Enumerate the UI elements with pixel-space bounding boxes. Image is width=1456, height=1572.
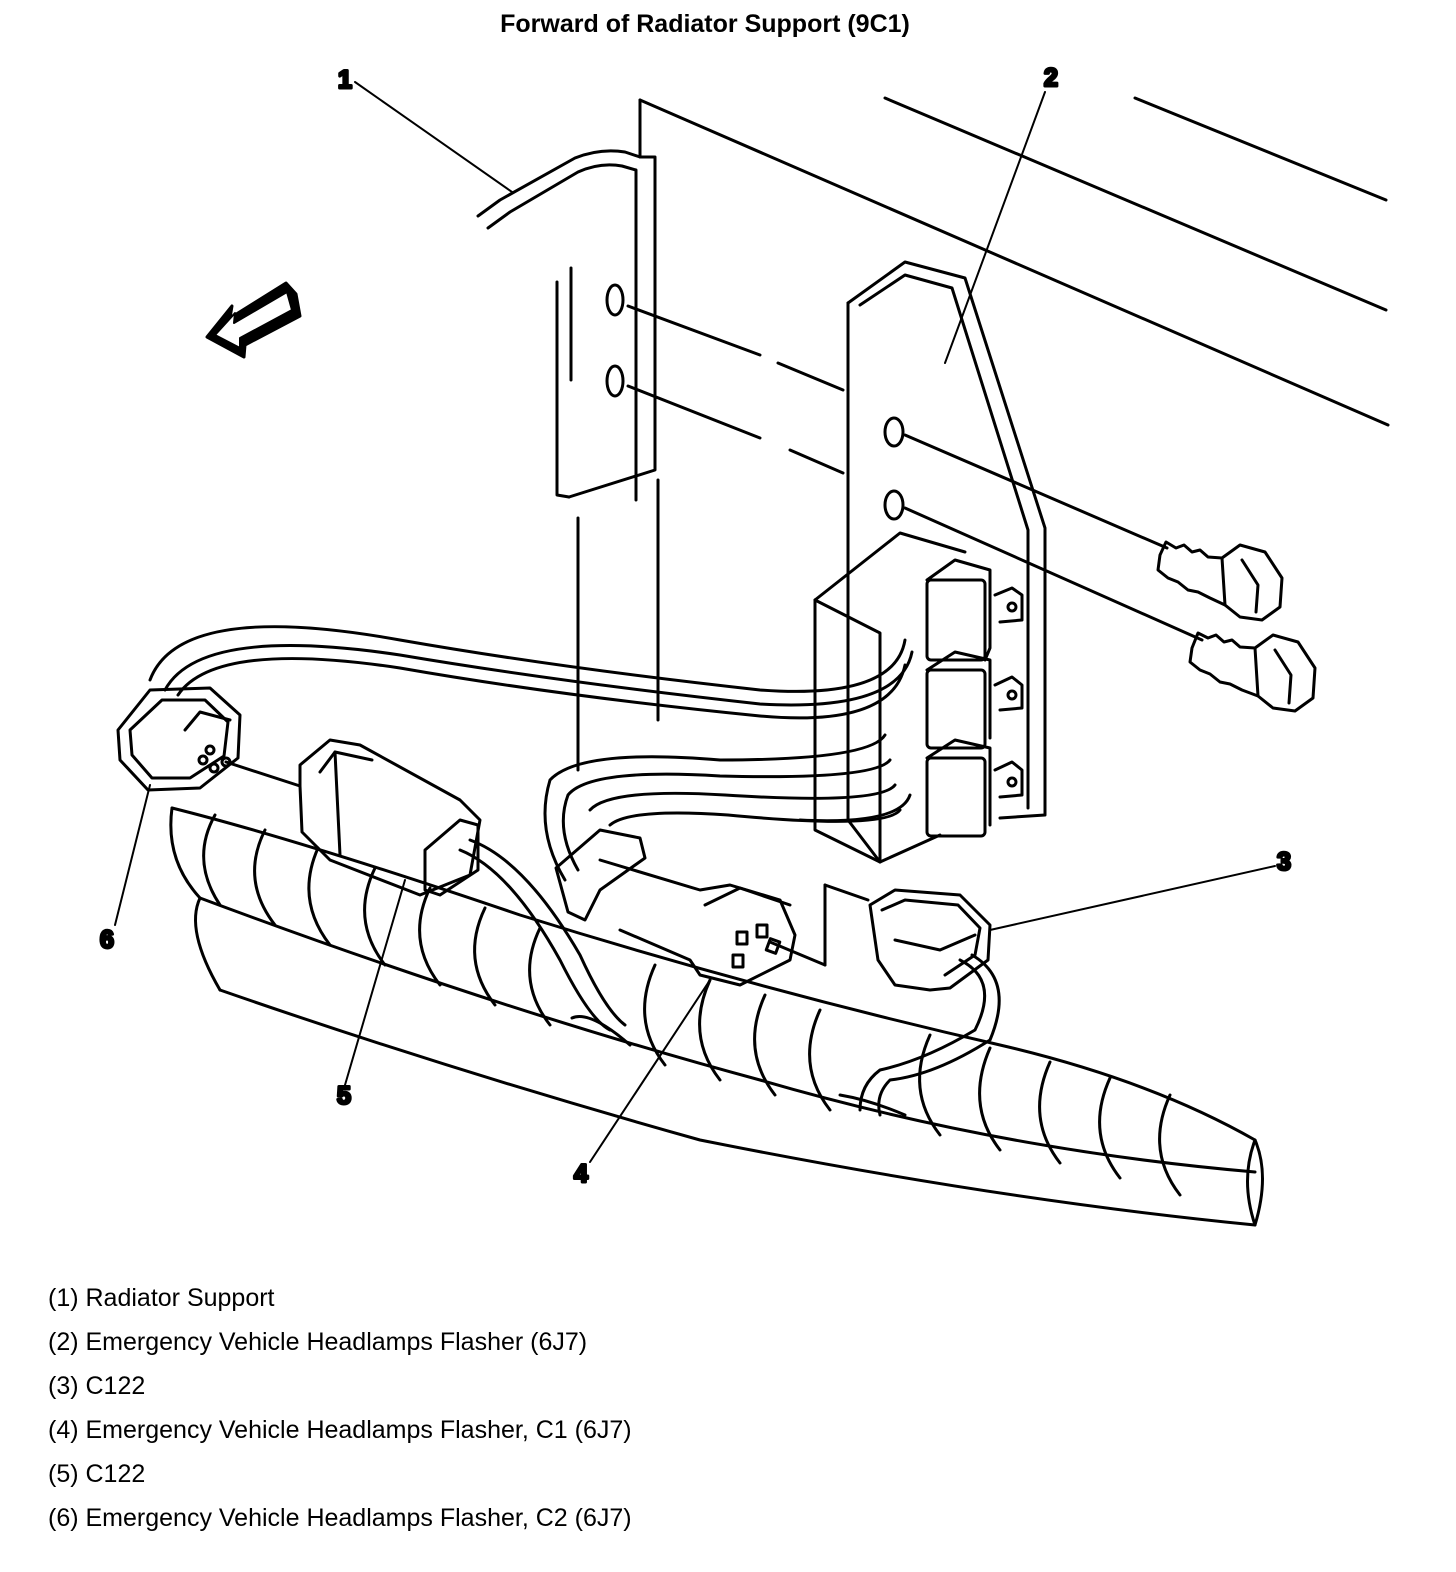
flasher-module: [813, 260, 1047, 864]
legend-item: (2) Emergency Vehicle Headlamps Flasher …: [48, 1328, 588, 1356]
legend-item: (6) Emergency Vehicle Headlamps Flasher,…: [48, 1504, 632, 1532]
callout-3: 3: [1277, 848, 1291, 876]
diagram-title: Forward of Radiator Support (9C1): [500, 10, 910, 38]
connector-c2: [116, 686, 242, 792]
callout-5: 5: [337, 1082, 351, 1110]
legend-item: (1) Radiator Support: [48, 1284, 275, 1312]
connector-c122-upper: [858, 888, 1001, 1117]
flasher-wiring: [148, 625, 914, 882]
component-legend: (1) Radiator Support (2) Emergency Vehic…: [48, 1283, 632, 1547]
mounting-bolts: [1156, 540, 1317, 713]
callout-1: 1: [338, 66, 352, 94]
alignment-lines: [224, 304, 1204, 967]
legend-item: (5) C122: [48, 1460, 146, 1488]
callout-4: 4: [574, 1160, 588, 1188]
callout-6: 6: [100, 926, 114, 954]
forward-arrow-icon: [205, 281, 302, 359]
radiator-support-panel: [476, 96, 1390, 772]
connector-c122-lower: [298, 738, 627, 1032]
wire-harness: [169, 806, 1264, 1227]
legend-item: (4) Emergency Vehicle Headlamps Flasher,…: [48, 1416, 632, 1444]
leader-lines: [114, 81, 1276, 1163]
legend-item: (3) C122: [48, 1372, 146, 1400]
component-locator-diagram: 1 2 3 4 5 6: [99, 63, 1390, 1227]
callout-2: 2: [1044, 64, 1058, 92]
